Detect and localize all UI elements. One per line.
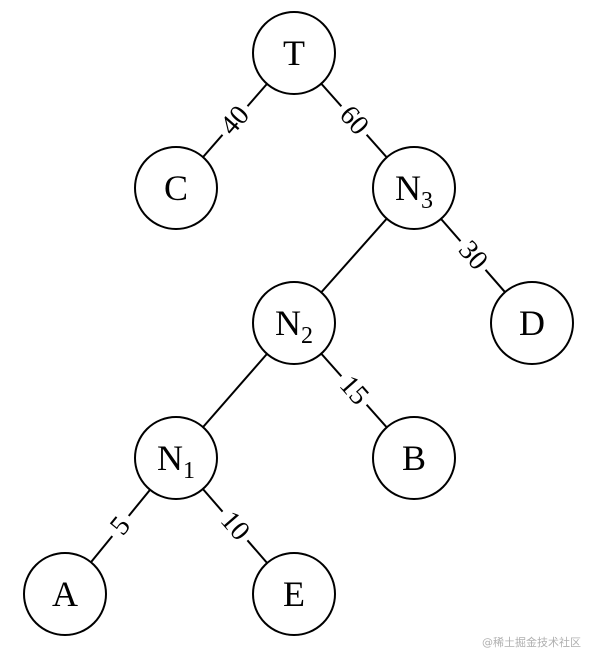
node-circle bbox=[252, 281, 336, 365]
node-circle bbox=[372, 146, 456, 230]
node-label: A bbox=[52, 574, 78, 614]
edge-weight-label: 15 bbox=[333, 370, 375, 412]
node-D: D bbox=[490, 281, 574, 365]
node-circle bbox=[252, 11, 336, 95]
node-N3: N3 bbox=[372, 146, 456, 230]
edge-weight-label: 30 bbox=[452, 235, 494, 276]
edge-weight-bg bbox=[330, 366, 378, 415]
node-N2: N2 bbox=[252, 281, 336, 365]
node-label: N3 bbox=[395, 168, 433, 214]
node-circle bbox=[252, 552, 336, 636]
edge-weight-bg bbox=[449, 231, 497, 280]
node-T: T bbox=[252, 11, 336, 95]
watermark-text: @稀土掘金技术社区 bbox=[482, 636, 581, 649]
node-circle bbox=[372, 416, 456, 500]
node-E: E bbox=[252, 552, 336, 636]
edge-weight-bg bbox=[211, 502, 259, 550]
edge-weight-label: 60 bbox=[333, 100, 375, 142]
edge-weight-label: 40 bbox=[214, 100, 256, 141]
edge-weight-bg bbox=[101, 507, 140, 545]
node-N1: N1 bbox=[134, 416, 218, 500]
edge-weight-bg bbox=[211, 96, 259, 145]
node-circle bbox=[23, 552, 107, 636]
node-C: C bbox=[134, 146, 218, 230]
node-circle bbox=[134, 416, 218, 500]
edge-weight-label: 10 bbox=[214, 505, 256, 546]
node-label: T bbox=[283, 33, 305, 73]
node-A: A bbox=[23, 552, 107, 636]
node-circle bbox=[490, 281, 574, 365]
node-circle bbox=[134, 146, 218, 230]
edge-weight-bg bbox=[330, 96, 378, 145]
node-label: D bbox=[519, 303, 545, 343]
node-label: B bbox=[402, 438, 426, 478]
node-label: E bbox=[283, 574, 305, 614]
node-label: N2 bbox=[275, 303, 313, 349]
node-label: C bbox=[164, 168, 188, 208]
node-B: B bbox=[372, 416, 456, 500]
node-label: N1 bbox=[157, 438, 195, 484]
